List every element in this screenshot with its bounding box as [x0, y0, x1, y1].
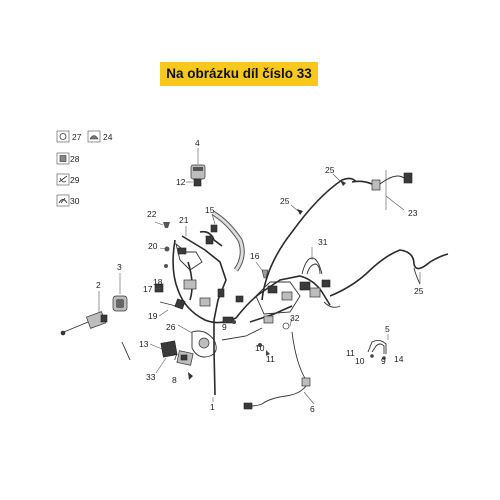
callout-5[interactable]: 5 — [385, 324, 390, 334]
grommet-icon — [89, 135, 99, 140]
callout-4[interactable]: 4 — [195, 138, 200, 148]
callout-9-right[interactable]: 9 — [381, 356, 386, 366]
part-25-right-lead[interactable] — [413, 267, 421, 285]
part-13-relay[interactable] — [121, 340, 178, 374]
callout-22[interactable]: 22 — [147, 209, 157, 219]
callout-12[interactable]: 12 — [176, 177, 186, 187]
callout-32[interactable]: 32 — [290, 313, 300, 323]
part-7-box[interactable] — [176, 350, 194, 366]
part-23-connector[interactable] — [371, 170, 413, 211]
callout-18[interactable]: 18 — [153, 277, 163, 287]
legend-label: 27 — [72, 132, 82, 142]
callout-26[interactable]: 26 — [166, 322, 176, 332]
legend-item-27[interactable]: 27 — [56, 130, 82, 143]
part-12-fuse[interactable] — [186, 178, 202, 187]
callout-25-top[interactable]: 25 — [325, 165, 335, 175]
part-18-screw[interactable] — [164, 264, 168, 268]
callout-7[interactable]: 7 — [173, 352, 178, 362]
leader-lines — [154, 213, 293, 402]
clamp-icon — [58, 197, 68, 204]
page-title-banner: Na obrázku díl číslo 33 — [160, 62, 318, 86]
holder-icon — [59, 155, 67, 162]
callout-21[interactable]: 21 — [179, 215, 189, 225]
harness-left-cluster[interactable] — [159, 224, 263, 396]
callout-25-mid[interactable]: 25 — [280, 196, 290, 206]
legend-item-29[interactable]: 29 — [56, 173, 80, 186]
callout-8[interactable]: 8 — [172, 375, 177, 385]
callout-11[interactable]: 11 — [266, 354, 275, 364]
part-22-clip[interactable] — [163, 222, 170, 228]
part-15-tube[interactable] — [211, 210, 245, 272]
legend-label: 28 — [70, 154, 80, 164]
legend-label: 24 — [103, 132, 113, 142]
legend-label: 30 — [70, 196, 80, 206]
callout-19[interactable]: 19 — [148, 311, 158, 321]
callout-10[interactable]: 10 — [255, 343, 265, 353]
part-31-bracket[interactable] — [301, 247, 323, 275]
part-26-cover[interactable] — [177, 324, 193, 334]
cable-tie-icon — [58, 175, 68, 183]
callout-10-right[interactable]: 10 — [355, 356, 365, 366]
callout-6[interactable]: 6 — [310, 404, 315, 414]
legend-label: 29 — [70, 175, 80, 185]
part-32-grommet[interactable] — [282, 322, 290, 330]
callout-25-right[interactable]: 25 — [414, 286, 424, 296]
harness-right-cluster[interactable] — [235, 177, 449, 324]
callout-1[interactable]: 1 — [210, 402, 215, 412]
callout-2[interactable]: 2 — [96, 280, 101, 290]
callout-15[interactable]: 15 — [205, 205, 215, 215]
legend-item-28[interactable]: 28 — [56, 152, 80, 165]
part-6-sensor-cable[interactable] — [243, 331, 315, 410]
callout-9[interactable]: 9 — [222, 322, 227, 332]
part-25-screw-mid[interactable] — [290, 204, 303, 215]
callout-numbers: 1 2 3 4 5 6 7 8 9 9 10 10 11 11 12 13 14… — [96, 138, 424, 414]
part-17-holder[interactable] — [154, 283, 164, 293]
callout-16[interactable]: 16 — [250, 251, 260, 261]
callout-14[interactable]: 14 — [394, 354, 404, 364]
part-8-screw[interactable] — [188, 372, 193, 380]
callout-31[interactable]: 31 — [318, 237, 328, 247]
part-2-connector[interactable] — [60, 291, 108, 336]
clip-icon — [59, 133, 67, 140]
callout-33[interactable]: 33 — [146, 372, 156, 382]
part-11-screw[interactable] — [266, 350, 270, 356]
part-4-fuse-holder[interactable] — [190, 148, 206, 180]
callout-20[interactable]: 20 — [148, 241, 158, 251]
callout-11-right[interactable]: 11 — [346, 348, 355, 358]
part-5-bracket[interactable] — [367, 334, 389, 360]
callout-17[interactable]: 17 — [143, 284, 153, 294]
legend-item-30[interactable]: 30 — [56, 194, 80, 207]
callout-23[interactable]: 23 — [408, 208, 418, 218]
part-10-nut[interactable] — [258, 343, 262, 347]
part-9-washer[interactable] — [232, 320, 236, 324]
part-16-plug[interactable] — [255, 261, 269, 279]
parts-legend: 27 24 28 29 30 — [56, 130, 113, 207]
part-20-clip[interactable] — [164, 246, 170, 252]
part-3-ring[interactable] — [112, 273, 128, 312]
callout-13[interactable]: 13 — [139, 339, 149, 349]
callout-3[interactable]: 3 — [117, 262, 122, 272]
part-25-screw-top[interactable] — [332, 173, 346, 186]
legend-item-24[interactable]: 24 — [87, 130, 113, 143]
